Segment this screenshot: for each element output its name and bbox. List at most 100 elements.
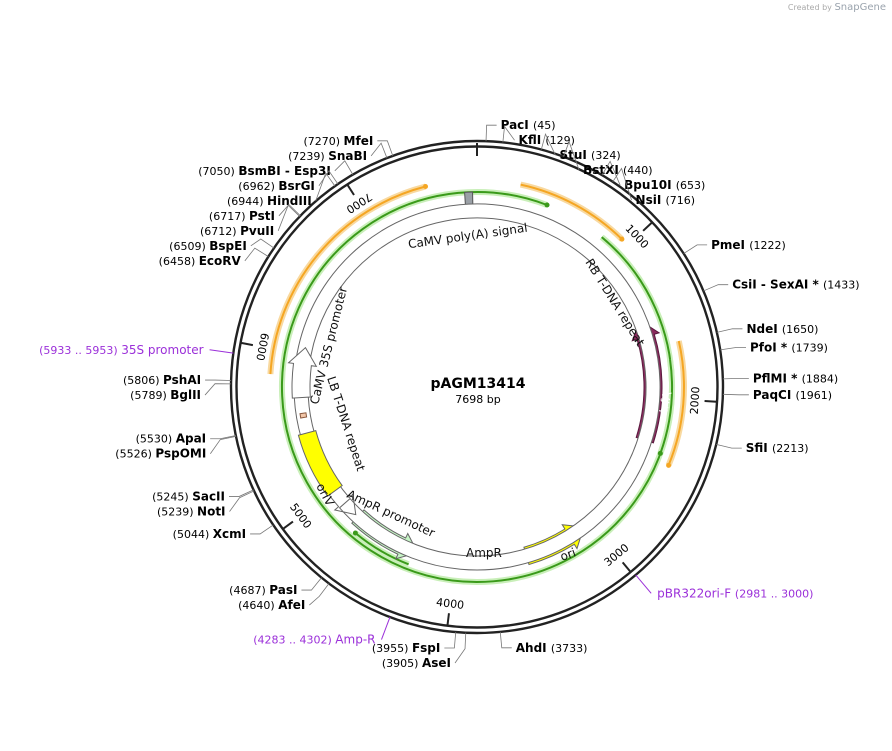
primer-leader [209, 349, 234, 354]
feature-label-trfa: trfA [656, 389, 674, 414]
restriction-site[interactable]: (6962) BsrGI [238, 179, 315, 193]
primer-leader [635, 574, 652, 594]
site-leader [334, 160, 354, 175]
orf-arc [269, 185, 426, 375]
restriction-site[interactable]: PfoI * (1739) [750, 340, 828, 354]
snapgene-brand: SnapGene [834, 2, 886, 13]
orf-arrowhead [666, 462, 672, 468]
site-leader [315, 172, 336, 201]
restriction-site[interactable]: (5806) PshAI [123, 373, 201, 387]
site-leader [204, 383, 232, 396]
site-leader [722, 377, 749, 380]
orf-arrowhead [352, 530, 358, 536]
site-leader [683, 244, 708, 254]
tick-mark [621, 561, 632, 573]
primer-label[interactable]: pBR322ori-F (2981 .. 3000) [657, 586, 813, 600]
site-leader [229, 489, 254, 497]
restriction-sites: PacI (45)KflI (129)StuI (324)BstXI (440)… [115, 118, 859, 670]
restriction-site[interactable]: PaqCI (1961) [753, 388, 832, 402]
restriction-site[interactable]: PflMI * (1884) [753, 371, 838, 385]
restriction-site[interactable]: (4640) AfeI [238, 598, 305, 612]
feature-label-ori: ori [558, 545, 577, 563]
site-leader [244, 247, 269, 262]
orf-arc [659, 359, 673, 454]
restriction-site[interactable]: PacI (45) [501, 118, 556, 132]
primers: (5933 .. 5953) 35S promoter pBR322ori-F (… [39, 343, 813, 647]
site-leader [377, 140, 394, 156]
feature-label-lb-tdna: LB T-DNA repeat [324, 375, 368, 473]
restriction-site[interactable]: SfiI (2213) [746, 441, 809, 455]
restriction-site[interactable]: (3905) AseI [382, 656, 451, 670]
restriction-site[interactable]: (6458) EcoRV [159, 254, 242, 268]
tick-label: 3000 [602, 541, 632, 569]
orf-arc [354, 532, 409, 566]
site-leader [309, 583, 330, 606]
orf-arc [520, 183, 623, 240]
site-leader [444, 632, 457, 649]
restriction-site[interactable]: (6944) HindIII [227, 194, 312, 208]
primer-label[interactable]: (5933 .. 5953) 35S promoter [39, 343, 204, 357]
feature-lb-tdna [299, 412, 308, 419]
site-leader [612, 167, 632, 201]
restriction-site[interactable]: (5044) XcmI [173, 527, 246, 541]
restriction-site[interactable]: (5239) NotI [157, 505, 226, 519]
site-leader [318, 170, 339, 187]
features [287, 191, 663, 571]
restriction-site[interactable]: (4687) PasI [229, 583, 297, 597]
site-leader [502, 125, 515, 143]
site-leader [250, 238, 275, 249]
restriction-site[interactable]: (7239) SnaBI [288, 149, 367, 163]
site-leader [540, 132, 556, 156]
tick-label: 6000 [253, 332, 271, 362]
orf-arc [667, 340, 685, 466]
tick-mark [704, 400, 717, 403]
orf-arcs [267, 181, 687, 585]
restriction-site[interactable]: NsiI (716) [636, 193, 696, 207]
tick-mark [446, 613, 450, 626]
orf-arrowhead [423, 184, 429, 190]
tick-label: 5000 [287, 501, 314, 531]
feature-ampr-promoter [293, 203, 661, 571]
credit-text: Created by [787, 3, 832, 12]
plasmid-length: 7698 bp [455, 393, 500, 406]
restriction-site[interactable]: (5526) PspOMI [115, 447, 206, 461]
primer-label[interactable]: (4283 .. 4302) Amp-R [253, 633, 375, 647]
site-leader [499, 631, 512, 649]
restriction-site[interactable]: (5245) SacII [152, 490, 225, 504]
restriction-site[interactable]: (5530) ApaI [136, 432, 207, 446]
feature-camv-35s [287, 346, 318, 399]
restriction-site[interactable]: (6509) BspEI [169, 239, 247, 253]
restriction-site[interactable]: (6712) PvuII [200, 224, 274, 238]
site-leader [210, 435, 237, 454]
restriction-site[interactable]: (7270) MfeI [303, 134, 373, 148]
tick-mark [240, 341, 254, 347]
site-leader [277, 204, 300, 231]
restriction-site[interactable]: CsiI - SexAI * (1433) [732, 278, 859, 292]
site-leader [454, 632, 467, 664]
restriction-site[interactable]: KflI (129) [519, 133, 575, 147]
restriction-site[interactable]: (6717) PstI [209, 209, 275, 223]
restriction-site[interactable]: StuI (324) [559, 148, 620, 162]
orf-arrowhead [657, 450, 663, 456]
restriction-site[interactable]: PmeI (1222) [711, 238, 786, 252]
restriction-site[interactable]: (7050) BsmBI - Esp3I [198, 164, 331, 178]
restriction-site[interactable]: NdeI (1650) [746, 322, 818, 336]
site-leader [229, 490, 255, 512]
site-leader [703, 284, 729, 292]
site-leader [210, 435, 236, 440]
snapgene-credit: Created by SnapGene [788, 2, 886, 13]
restriction-site[interactable]: BstXI (440) [583, 163, 653, 177]
site-leader [250, 524, 274, 535]
tick-label: 4000 [435, 596, 464, 612]
restriction-site[interactable]: (3955) FspI [372, 641, 440, 655]
site-leader [716, 444, 742, 449]
site-leader [278, 204, 301, 217]
plasmid-name: pAGM13414 [431, 376, 526, 392]
tick-mark [282, 520, 294, 530]
restriction-site[interactable]: Bpu10I (653) [624, 178, 705, 192]
restriction-site[interactable]: AhdI (3733) [516, 641, 588, 655]
site-leader [301, 577, 322, 591]
restriction-site[interactable]: (5789) BglII [130, 388, 201, 402]
orf-arc-halo [267, 183, 427, 375]
